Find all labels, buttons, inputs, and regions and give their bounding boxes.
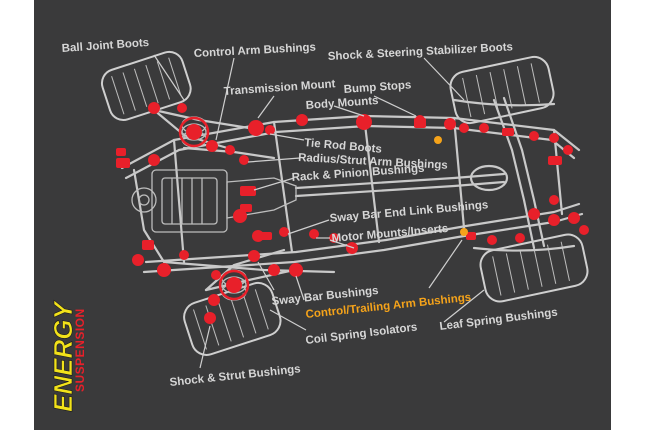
label-coil-spring-isolators: Coil Spring Isolators bbox=[305, 321, 418, 347]
front-right-tire bbox=[183, 281, 282, 356]
label-control-arm-bushings: Control Arm Bushings bbox=[194, 42, 317, 60]
label-leaf-spring-bushings: Leaf Spring Bushings bbox=[439, 307, 558, 333]
logo-word-energy: ENERGY bbox=[48, 300, 78, 412]
label-sway-bar-end-link-bushings: Sway Bar End Link Bushings bbox=[329, 199, 489, 225]
label-shock-steering-stabilizer-boots: Shock & Steering Stabilizer Boots bbox=[328, 41, 514, 63]
energy-suspension-logo: ENERGY SUSPENSION bbox=[48, 299, 87, 412]
label-transmission-mount: Transmission Mount bbox=[223, 78, 336, 98]
ball-joint-highlight-bottom bbox=[218, 269, 250, 301]
label-shock-strut-bushings: Shock & Strut Bushings bbox=[169, 363, 301, 389]
suspension-diagram: Ball Joint Boots Control Arm Bushings Sh… bbox=[48, 37, 589, 412]
diagram-poster: Ball Joint Boots Control Arm Bushings Sh… bbox=[34, 0, 611, 430]
logo-word-suspension: SUSPENSION bbox=[73, 308, 87, 392]
label-body-mounts: Body Mounts bbox=[305, 95, 378, 112]
label-ball-joint-boots: Ball Joint Boots bbox=[61, 37, 149, 55]
label-bump-stops: Bump Stops bbox=[343, 79, 411, 96]
leader-lines bbox=[153, 54, 485, 369]
ball-joint-highlight-top bbox=[178, 116, 210, 148]
bushing-markers bbox=[116, 102, 589, 324]
rear-left-tire bbox=[449, 55, 555, 125]
